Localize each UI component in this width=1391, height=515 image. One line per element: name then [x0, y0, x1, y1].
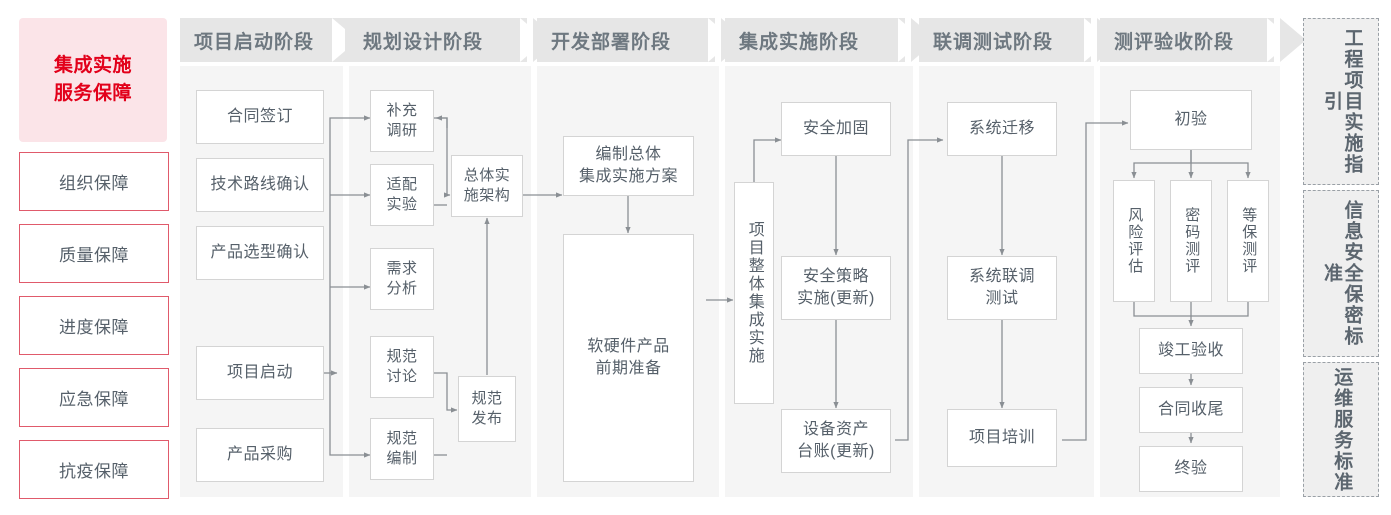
rail-engineering-guideline[interactable]: 工程项目实施指引	[1303, 18, 1379, 185]
guarantee-item-quality[interactable]: 质量保障	[19, 224, 169, 283]
guarantee-header: 集成实施 服务保障	[19, 18, 167, 142]
stage-header-label-5: 联调测试阶段	[933, 31, 1054, 53]
node-system-migration[interactable]: 系统迁移	[947, 102, 1057, 156]
node-spec-release[interactable]: 规范发布	[458, 376, 516, 442]
node-security-policy-implementation[interactable]: 安全策略实施(更新)	[781, 256, 891, 320]
guarantee-item-schedule[interactable]: 进度保障	[19, 296, 169, 355]
guarantee-title-line1: 集成实施	[53, 55, 132, 77]
node-spec-discussion[interactable]: 规范讨论	[370, 336, 434, 398]
stage-header-6[interactable]: 测评验收阶段	[1100, 18, 1274, 62]
rail-security-standard[interactable]: 信息安全保密标准	[1303, 190, 1379, 357]
node-security-hardening[interactable]: 安全加固	[781, 102, 891, 156]
node-contract-signing[interactable]: 合同签订	[196, 90, 324, 144]
node-completion-acceptance[interactable]: 竣工验收	[1139, 328, 1243, 374]
node-preliminary-acceptance[interactable]: 初验	[1130, 90, 1252, 150]
stage-header-label-3: 开发部署阶段	[551, 31, 672, 53]
node-product-selection-confirm[interactable]: 产品选型确认	[196, 226, 324, 280]
node-equipment-asset-ledger[interactable]: 设备资产台账(更新)	[781, 409, 891, 473]
node-system-joint-debug-test[interactable]: 系统联调测试	[947, 256, 1057, 320]
stage-header-1[interactable]: 项目启动阶段	[180, 18, 358, 62]
node-tech-route-confirm[interactable]: 技术路线确认	[196, 158, 324, 212]
stage-header-3[interactable]: 开发部署阶段	[537, 18, 715, 62]
guarantee-item-emergency[interactable]: 应急保障	[19, 368, 169, 427]
stage-header-label-2: 规划设计阶段	[363, 31, 484, 53]
node-contract-closeout[interactable]: 合同收尾	[1139, 387, 1243, 433]
stage-header-label-6: 测评验收阶段	[1114, 31, 1235, 53]
rail-om-service-standard[interactable]: 运维服务标准	[1303, 362, 1379, 497]
stage-header-2[interactable]: 规划设计阶段	[349, 18, 527, 62]
node-cryptography-evaluation[interactable]: 密码测评	[1170, 180, 1212, 302]
node-overall-integration-plan[interactable]: 编制总体集成实施方案	[563, 136, 694, 196]
node-product-procurement[interactable]: 产品采购	[196, 428, 324, 482]
node-spec-drafting[interactable]: 规范编制	[370, 418, 434, 480]
node-supplementary-research[interactable]: 补充调研	[370, 90, 434, 152]
rail-label-security-standard: 信息安全保密标准	[1321, 200, 1363, 347]
node-overall-implementation-architecture[interactable]: 总体实施架构	[451, 155, 523, 217]
guarantee-item-organization[interactable]: 组织保障	[19, 152, 169, 211]
rail-label-engineering-guideline: 工程项目实施指引	[1321, 28, 1363, 175]
stage-header-label-4: 集成实施阶段	[739, 31, 860, 53]
node-classified-protection-evaluation[interactable]: 等保测评	[1227, 180, 1269, 302]
node-risk-assessment[interactable]: 风险评估	[1113, 180, 1155, 302]
rail-label-om-service-standard: 运维服务标准	[1331, 366, 1353, 493]
stage-header-5[interactable]: 联调测试阶段	[919, 18, 1091, 62]
node-adaptation-experiment[interactable]: 适配实验	[370, 164, 434, 226]
node-project-training[interactable]: 项目培训	[947, 409, 1057, 467]
node-overall-project-integration[interactable]: 项目整体集成实施	[734, 182, 774, 404]
node-requirement-analysis[interactable]: 需求分析	[370, 248, 434, 310]
guarantee-item-epidemic[interactable]: 抗疫保障	[19, 440, 169, 499]
stage-header-label-1: 项目启动阶段	[194, 31, 315, 53]
node-hw-sw-preparation[interactable]: 软硬件产品前期准备	[563, 234, 694, 482]
guarantee-title-line2: 服务保障	[53, 83, 132, 104]
stage-header-4[interactable]: 集成实施阶段	[725, 18, 905, 62]
node-project-kickoff[interactable]: 项目启动	[196, 346, 324, 400]
node-final-acceptance[interactable]: 终验	[1139, 446, 1243, 492]
